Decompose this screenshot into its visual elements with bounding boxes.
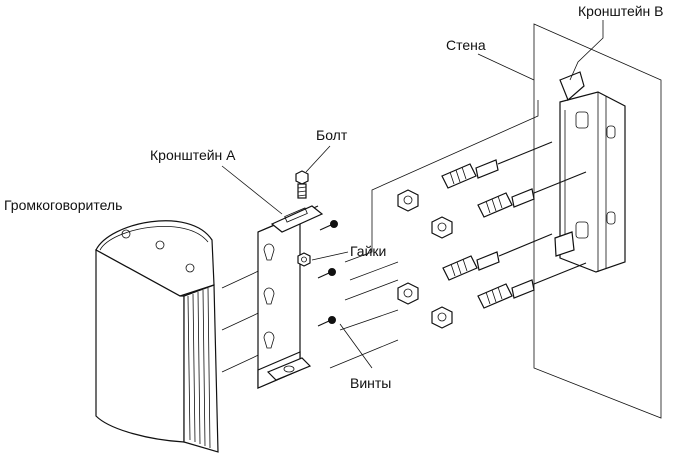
leader-lines [221, 20, 604, 369]
anchor-2 [477, 171, 587, 218]
wall-anchors [441, 141, 587, 309]
nut-4 [431, 306, 453, 329]
loudspeaker [95, 220, 219, 453]
leader-screws [339, 323, 373, 369]
label-bolt: Болт [316, 127, 348, 143]
wall [533, 23, 662, 419]
anchor-1 [441, 141, 553, 189]
bracket-b [554, 71, 626, 273]
label-bracket-a: Кронштейн A [150, 147, 236, 163]
label-speaker: Громкоговоритель [4, 197, 122, 213]
bracket-nut [297, 252, 311, 267]
leader-nuts [311, 251, 349, 261]
label-screws: Винты [350, 375, 391, 391]
label-bracket-b: Кронштейн B [578, 3, 664, 19]
label-wall: Стена [446, 37, 486, 53]
alignment-lines [221, 100, 539, 373]
leader-bolt [305, 145, 331, 173]
screw-2 [317, 268, 336, 279]
nut-2 [431, 216, 453, 239]
leader-bracket-b [569, 20, 604, 81]
screw-3 [317, 316, 336, 327]
anchor-3 [442, 233, 553, 281]
nuts-group [397, 189, 453, 329]
leader-bracket-a [221, 165, 283, 215]
nut-1 [397, 189, 419, 212]
nut-3 [397, 282, 419, 305]
bracket-a [257, 205, 324, 389]
screws-near-bracket-a [297, 220, 338, 327]
label-nuts: Гайки [350, 243, 386, 259]
anchor-4 [477, 262, 587, 309]
bolt [295, 170, 309, 199]
screw-1 [319, 220, 338, 231]
leader-wall [477, 53, 535, 81]
